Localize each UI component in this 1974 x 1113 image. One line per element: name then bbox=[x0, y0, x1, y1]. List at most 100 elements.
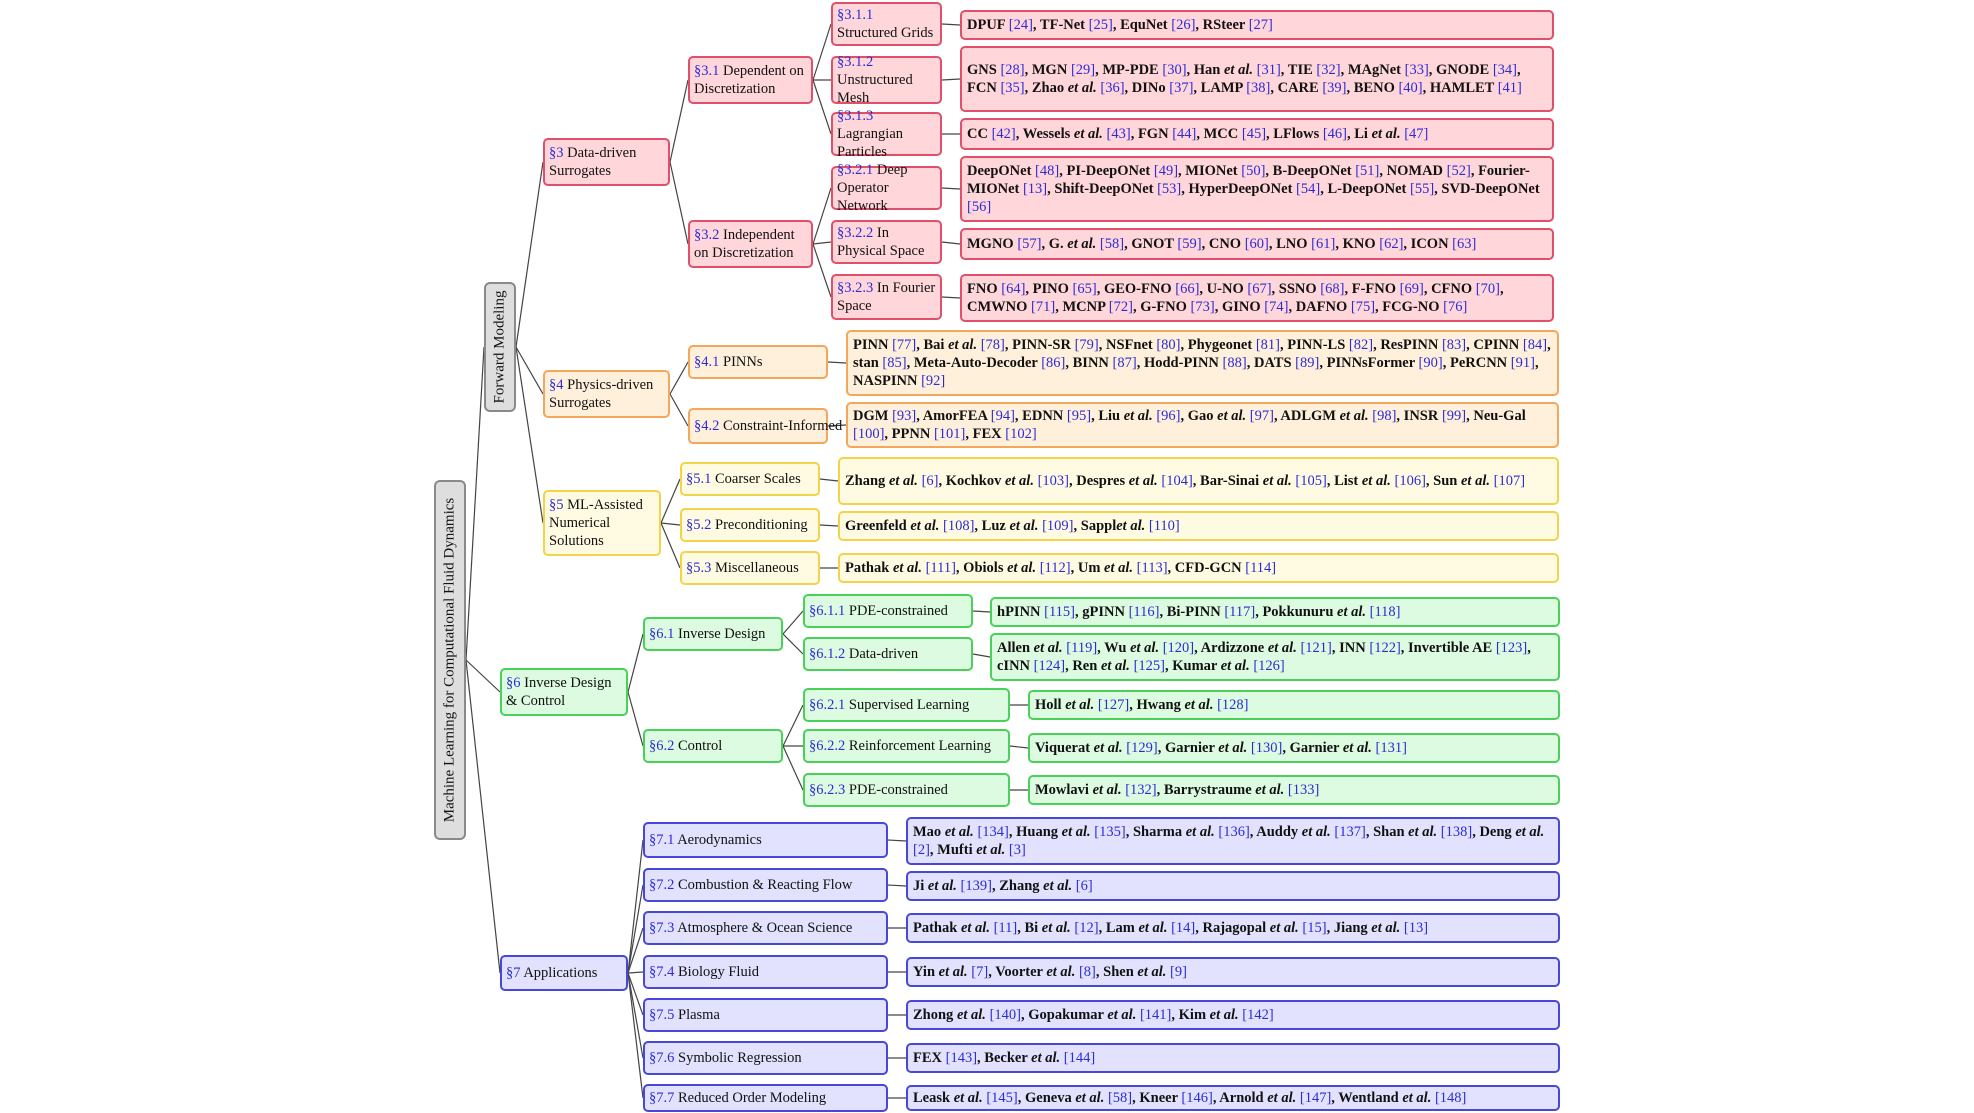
citation: ResPINN [83], bbox=[1380, 337, 1474, 353]
citation: B-DeepONet [51], bbox=[1272, 163, 1387, 179]
subsection-6-2: §6.2 Control bbox=[643, 729, 783, 763]
citation: LNO [61], bbox=[1276, 236, 1343, 252]
connector-line bbox=[627, 633, 644, 693]
subsection-6-1: §6.1 Inverse Design bbox=[643, 617, 783, 651]
citation: Hodd-PINN [88], bbox=[1143, 355, 1254, 371]
subsection-5-2: §5.2 Preconditioning bbox=[680, 508, 820, 542]
connector-line bbox=[972, 653, 991, 658]
citation: ADLGM et al. [98], bbox=[1280, 408, 1404, 424]
citation: MP-PDE [30], bbox=[1102, 62, 1194, 78]
connector-line bbox=[819, 524, 839, 527]
citation: TF-Net [25], bbox=[1039, 17, 1121, 33]
connector-line bbox=[627, 972, 644, 1059]
citation: ICON [63] bbox=[1410, 236, 1477, 252]
citation: DPUF [24], bbox=[967, 17, 1040, 33]
citation: MIONet [50], bbox=[1185, 163, 1273, 179]
citation: Viquerat et al. [129], bbox=[1035, 740, 1165, 756]
leaf-3-2-2: MGNO [57], G. et al. [58], GNOT [59], CN… bbox=[960, 228, 1554, 260]
citation: FGN [44], bbox=[1137, 126, 1204, 142]
citation: Shan et al. [138], bbox=[1373, 824, 1480, 840]
connector-line bbox=[669, 393, 689, 427]
citation: MGN [29], bbox=[1031, 62, 1103, 78]
subsection-7-5: §7.5 Plasma bbox=[643, 998, 888, 1032]
citation: Han et al. [31], bbox=[1193, 62, 1288, 78]
citation: Gopakumar et al. [141], bbox=[1028, 1007, 1179, 1023]
subsubsection-6-1-2: §6.1.2 Data-driven bbox=[803, 637, 973, 671]
citation: HAMLET [41] bbox=[1429, 80, 1522, 96]
connector-line bbox=[887, 839, 907, 842]
subsubsection-3-1-2: §3.1.2 Unstructured Mesh bbox=[831, 54, 942, 106]
citation: FCG-NO [76] bbox=[1382, 299, 1468, 315]
citation: GNS [28], bbox=[967, 62, 1032, 78]
citation: Allen et al. [119], bbox=[997, 640, 1105, 656]
citation: MCNP [72], bbox=[1062, 299, 1141, 315]
citation: PINN-LS [82], bbox=[1287, 337, 1381, 353]
citation: BINN [87], bbox=[1072, 355, 1144, 371]
citation: Mufti et al. [3] bbox=[937, 842, 1026, 858]
citation: FNO [64], bbox=[967, 281, 1033, 297]
citation: Rajagopal et al. [15], bbox=[1202, 920, 1334, 936]
connector-line bbox=[627, 972, 644, 1099]
leaf-6-2-1: Holl et al. [127], Hwang et al. [128] bbox=[1028, 690, 1560, 720]
connector-line bbox=[627, 839, 644, 974]
citation: Zhang et al. [6], bbox=[845, 473, 946, 489]
citation: Sun et al. [107] bbox=[1433, 473, 1526, 489]
citation: Wu et al. [120], bbox=[1104, 640, 1201, 656]
citation: Kim et al. [142] bbox=[1178, 1007, 1274, 1023]
citation: L-DeepONet [55], bbox=[1327, 181, 1442, 197]
connector-line bbox=[465, 659, 501, 974]
subsubsection-6-2-1: §6.2.1 Supervised Learning bbox=[803, 688, 1010, 722]
citation: Mowlavi et al. [132], bbox=[1035, 782, 1164, 798]
citation: Luz et al. [109], bbox=[981, 518, 1081, 534]
connector-line bbox=[941, 241, 961, 245]
citation: LFlows [46], bbox=[1273, 126, 1355, 142]
connector-line bbox=[812, 79, 832, 135]
leaf-5-2: Greenfeld et al. [108], Luz et al. [109]… bbox=[838, 511, 1559, 541]
citation: Hwang et al. [128] bbox=[1136, 697, 1249, 713]
connector-line bbox=[627, 971, 644, 974]
connector-line bbox=[669, 161, 689, 245]
citation: Bi-PINN [117], bbox=[1166, 604, 1263, 620]
citation: CFD-GCN [114] bbox=[1174, 560, 1277, 576]
citation: Jiang et al. [13] bbox=[1333, 920, 1429, 936]
citation: Garnier et al. [130], bbox=[1164, 740, 1290, 756]
root-label: Machine Learning for Computational Fluid… bbox=[441, 497, 458, 823]
leaf-5-3: Pathak et al. [111], Obiols et al. [112]… bbox=[838, 553, 1559, 583]
citation: Deng et al. [2], bbox=[913, 824, 1545, 858]
citation: PI-DeepONet [49], bbox=[1066, 163, 1186, 179]
connector-line bbox=[669, 361, 689, 395]
connector-line bbox=[941, 78, 961, 81]
subsubsection-6-2-2: §6.2.2 Reinforcement Learning bbox=[803, 729, 1010, 763]
subsubsection-3-1-3: §3.1.3 Lagrangian Particles bbox=[831, 108, 942, 160]
citation: CMWNO [71], bbox=[967, 299, 1063, 315]
subsubsection-3-1-1: §3.1.1 Structured Grids bbox=[831, 2, 942, 46]
connector-line bbox=[627, 972, 644, 1016]
citation: Bai et al. [78], bbox=[923, 337, 1013, 353]
subsection-7-6: §7.6 Symbolic Regression bbox=[643, 1041, 888, 1075]
connector-line bbox=[627, 884, 644, 974]
connector-line bbox=[887, 884, 907, 887]
subsection-5-1: §5.1 Coarser Scales bbox=[680, 462, 820, 496]
citation: EDNN [95], bbox=[1022, 408, 1099, 424]
connector-line bbox=[627, 691, 644, 747]
connector-line bbox=[941, 23, 961, 26]
leaf-4-1: PINN [77], Bai et al. [78], PINN-SR [79]… bbox=[846, 330, 1559, 396]
citation: Barrystraume et al. [133] bbox=[1163, 782, 1320, 798]
connector-line bbox=[827, 424, 847, 427]
citation: hPINN [115], bbox=[997, 604, 1083, 620]
citation: MCC [45], bbox=[1203, 126, 1274, 142]
connector-line bbox=[782, 745, 804, 791]
root-node: Machine Learning for Computational Fluid… bbox=[434, 480, 466, 840]
connector-line bbox=[941, 296, 961, 299]
citation: U-NO [67], bbox=[1206, 281, 1279, 297]
citation: FEX [143], bbox=[913, 1050, 985, 1066]
citation: Geneva et al. [58], bbox=[1025, 1090, 1140, 1106]
subsection-4-2: §4.2 Constraint-Informed bbox=[688, 408, 842, 444]
citation: NASPINN [92] bbox=[853, 373, 946, 389]
citation: Zhong et al. [140], bbox=[913, 1007, 1029, 1023]
leaf-3-2-3: FNO [64], PINO [65], GEO-FNO [66], U-NO … bbox=[960, 274, 1554, 322]
citation: Neu-Gal [100], bbox=[853, 408, 1526, 442]
connector-line bbox=[782, 633, 804, 655]
citation: Holl et al. [127], bbox=[1035, 697, 1137, 713]
